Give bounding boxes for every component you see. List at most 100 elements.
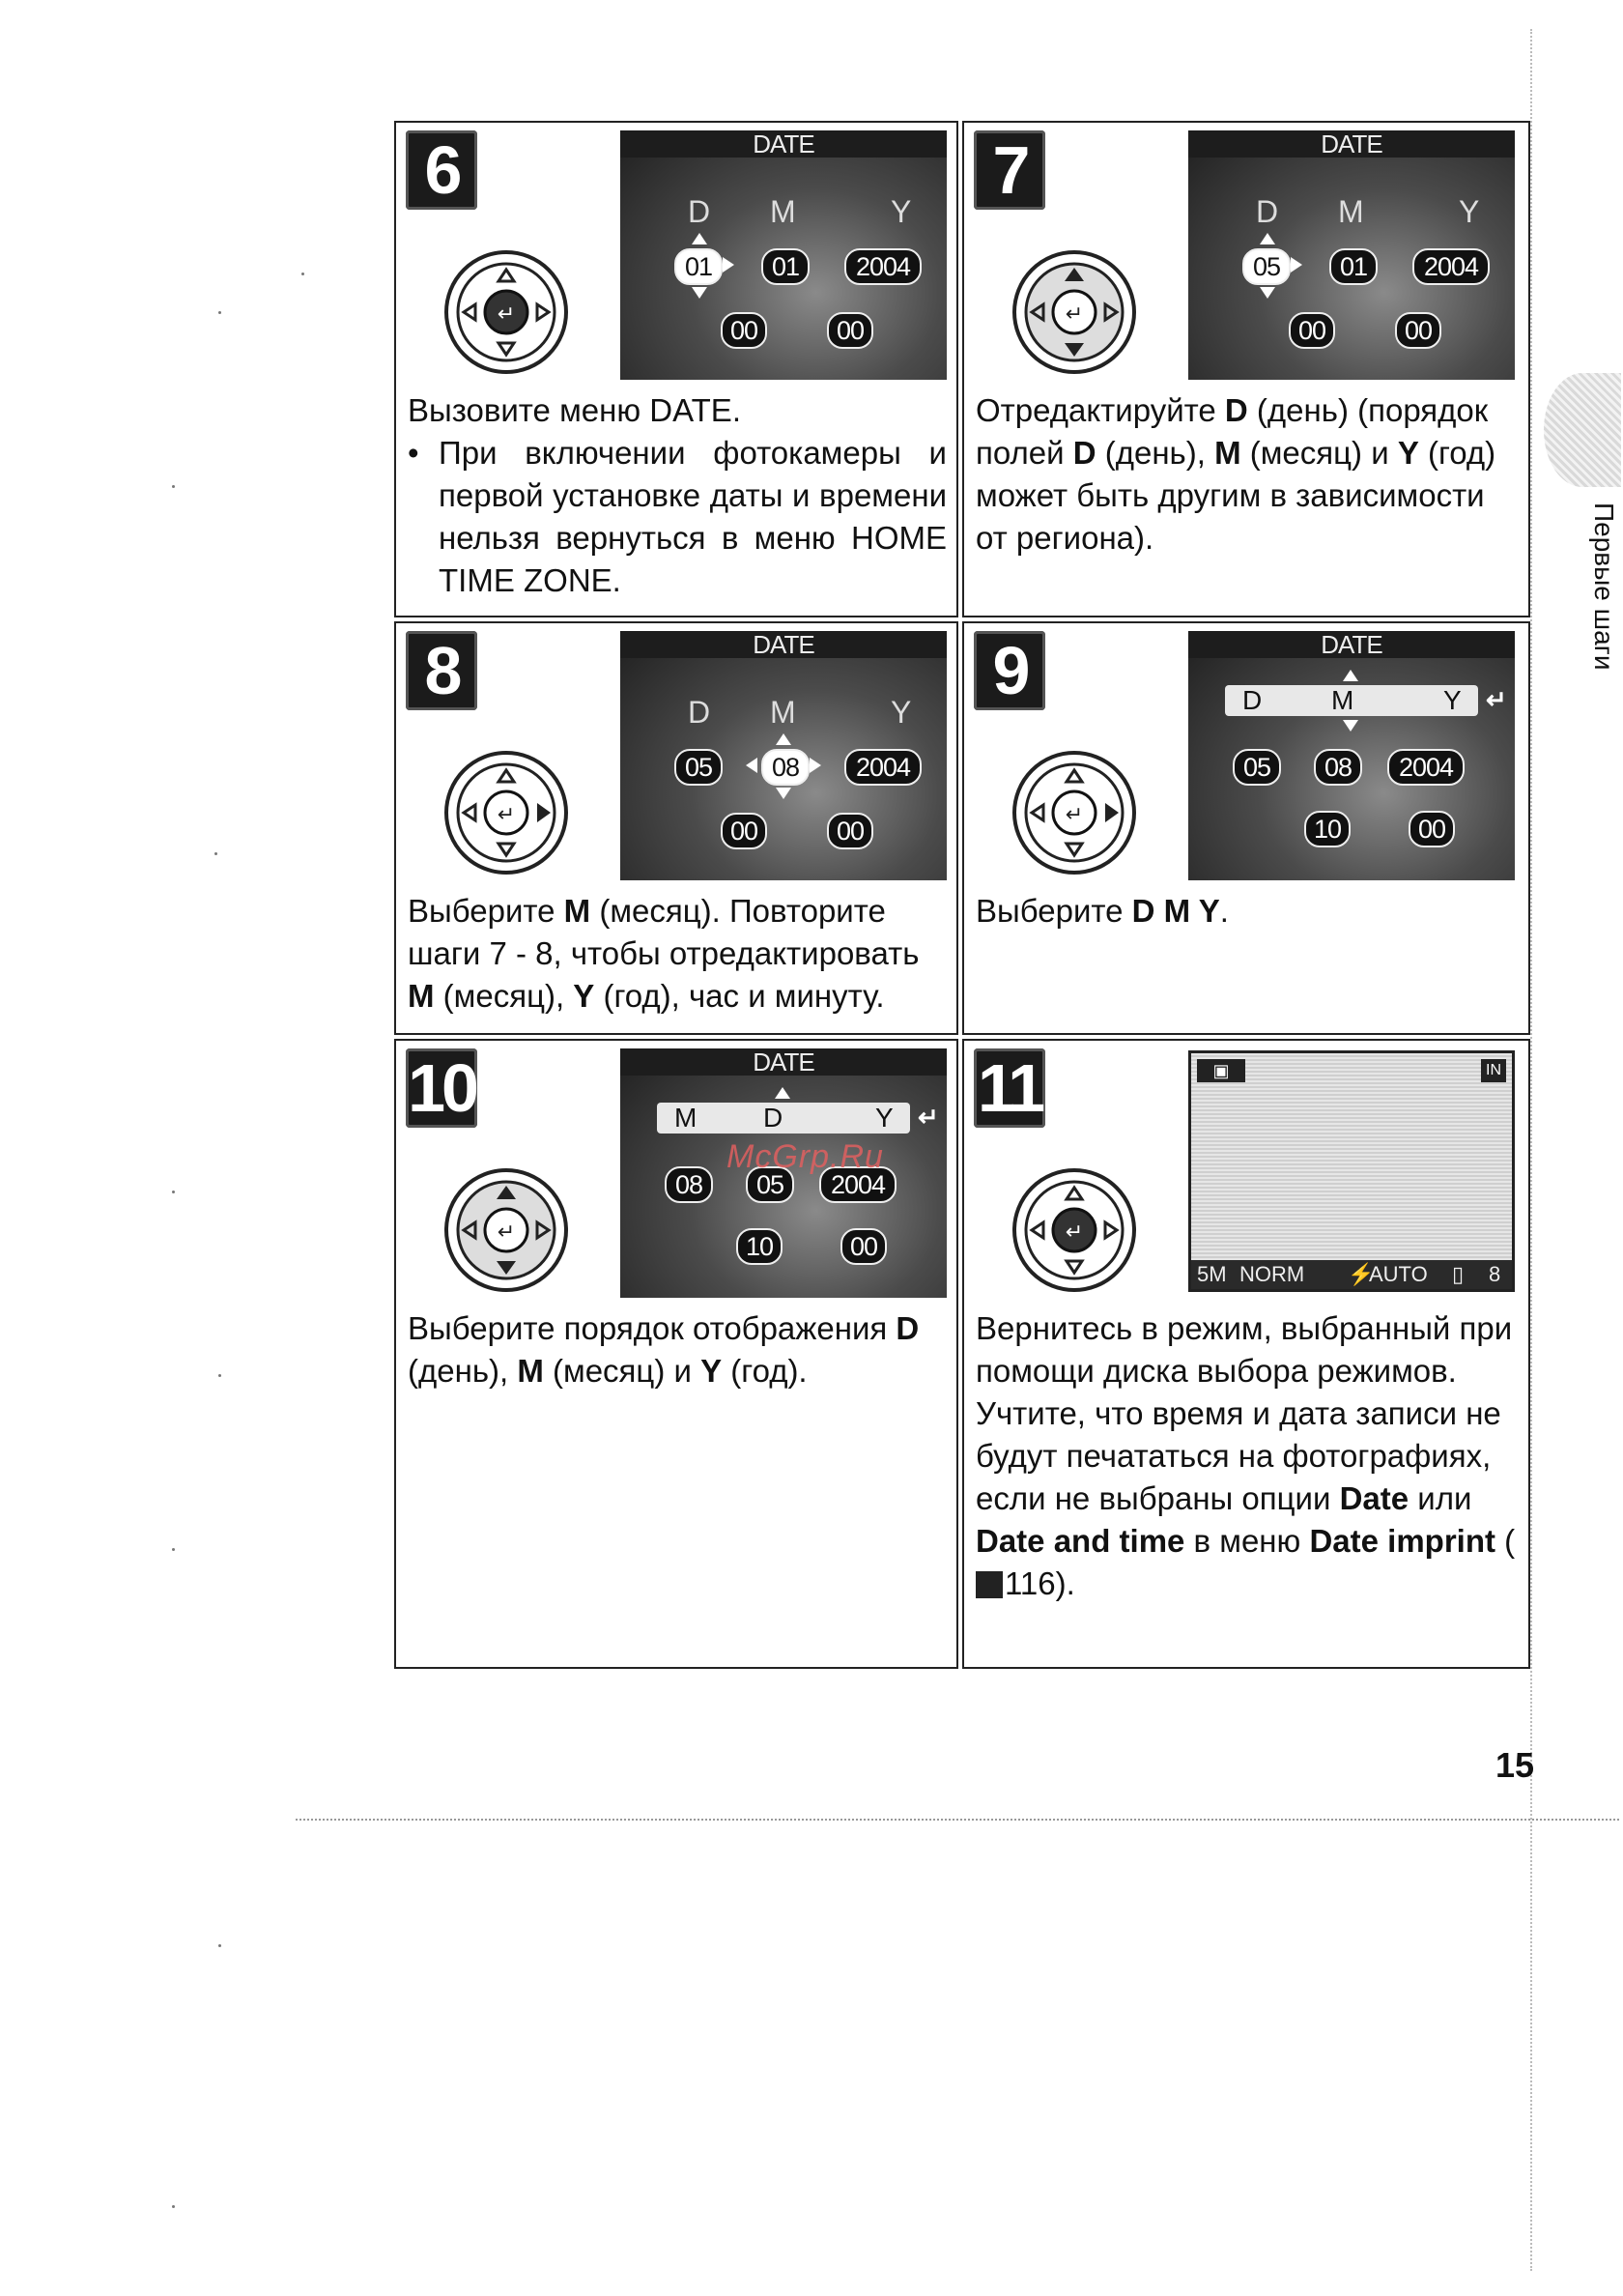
bold-key: Date imprint xyxy=(1309,1523,1495,1559)
text-paragraph: Вернитесь в режим, выбранный при помощи … xyxy=(976,1310,1513,1389)
screen-title: DATE xyxy=(620,631,947,658)
day-value: 05 xyxy=(674,749,723,786)
bold-key: D M Y xyxy=(1131,893,1220,929)
screen-title: DATE xyxy=(1188,130,1515,158)
enter-icon: ↵ xyxy=(918,1103,939,1132)
hour-value: 10 xyxy=(1304,811,1351,847)
bullet-icon: • xyxy=(408,435,419,471)
shooting-mode-screen: ▣ IN 5M NORM ⚡ AUTO ▯ 8 xyxy=(1188,1050,1515,1292)
step-number: 7 xyxy=(974,130,1045,210)
step-description: Вызовите меню DATE. • При включении фото… xyxy=(408,389,947,602)
month-value: 01 xyxy=(1329,248,1378,285)
step-8-panel: 8 ↵ DATE D M Y 05 08 2004 00 00 xyxy=(394,621,958,1035)
status-bar: 5M NORM ⚡ AUTO ▯ 8 xyxy=(1191,1260,1512,1289)
bold-key: Date xyxy=(1339,1480,1409,1516)
up-arrow-icon xyxy=(1260,233,1275,244)
text-paragraph: Учтите, что время и дата записи не будут… xyxy=(976,1392,1519,1605)
multi-selector-icon: ↵ xyxy=(1012,250,1136,374)
text-run: Учтите, что время и дата записи не будут… xyxy=(976,1395,1501,1516)
minute-value: 00 xyxy=(1409,811,1455,847)
camera-icon: ▣ xyxy=(1197,1059,1245,1082)
text-run: Отредактируйте xyxy=(976,392,1225,428)
svg-text:↵: ↵ xyxy=(1066,302,1083,327)
step-6-panel: 6 ↵ DATE D M Y 01 01 2004 00 00 Вызовит xyxy=(394,121,958,617)
screen-title: DATE xyxy=(620,1048,947,1076)
bold-key: Date and time xyxy=(976,1523,1185,1559)
shots-remaining: 8 xyxy=(1489,1262,1501,1286)
year-value: 2004 xyxy=(844,248,922,285)
date-order-field: M D Y xyxy=(657,1103,910,1134)
watermark: McGrp.Ru xyxy=(726,1138,884,1175)
text-run: 116). xyxy=(1005,1565,1075,1601)
camera-screen: DATE D M Y 05 08 2004 00 00 xyxy=(620,631,947,880)
image-quality: NORM xyxy=(1239,1262,1305,1286)
up-arrow-icon xyxy=(692,233,707,244)
bold-key: Y xyxy=(573,978,595,1014)
enter-icon: ↵ xyxy=(1486,685,1507,714)
year-value: 2004 xyxy=(819,1166,897,1203)
label-month: M xyxy=(770,695,796,730)
text-run: (месяц). Повторите шаги 7 - 8, чтобы отр… xyxy=(408,893,920,971)
scan-speck xyxy=(214,852,217,855)
right-arrow-icon xyxy=(1291,257,1302,273)
camera-screen: DATE D M Y 05 01 2004 00 00 xyxy=(1188,130,1515,380)
camera-screen: DATE D M Y ↵ 05 08 2004 10 00 xyxy=(1188,631,1515,880)
text-run: (месяц) и xyxy=(1240,435,1398,471)
memory-card-icon: ▯ xyxy=(1452,1262,1465,1286)
hour-value: 10 xyxy=(736,1228,783,1265)
section-tab-marker xyxy=(1544,373,1621,487)
minute-value: 00 xyxy=(1395,312,1441,349)
down-arrow-icon xyxy=(1260,287,1275,299)
step-number: 8 xyxy=(406,631,477,710)
order-third: Y xyxy=(875,1103,894,1133)
scan-speck xyxy=(218,1374,221,1377)
month-value: 01 xyxy=(761,248,810,285)
text-run: (год) может быть другим в зависимости от… xyxy=(976,435,1496,556)
bullet-text: При включении фотокамеры и первой устано… xyxy=(439,435,947,598)
svg-text:↵: ↵ xyxy=(498,803,515,827)
right-arrow-icon xyxy=(810,758,821,773)
page-edge-rule xyxy=(1530,29,1532,2271)
bold-key: D xyxy=(1224,392,1248,428)
flash-icon: ⚡ xyxy=(1348,1262,1375,1286)
internal-memory-icon: IN xyxy=(1481,1059,1506,1082)
bold-key: M xyxy=(517,1353,544,1389)
text-run: Выберите xyxy=(976,893,1132,929)
step-description: Отредактируйте D (день) (порядок полей D… xyxy=(976,389,1519,560)
text-run: (год), час и минуту. xyxy=(594,978,885,1014)
order-first: M xyxy=(674,1103,698,1133)
text-run: (день) (порядок полей xyxy=(976,392,1489,471)
screen-title: DATE xyxy=(1188,631,1515,658)
step-7-panel: 7 ↵ DATE D M Y 05 01 2004 00 00 Отредак xyxy=(962,121,1530,617)
screen-title: DATE xyxy=(620,130,947,158)
minute-value: 00 xyxy=(840,1228,887,1265)
hour-value: 00 xyxy=(721,813,767,849)
step-number: 6 xyxy=(406,130,477,210)
section-tab-label: Первые шаги xyxy=(1589,502,1619,671)
step-description: Выберите D M Y. xyxy=(976,890,1519,933)
bold-key: M xyxy=(563,893,591,929)
scan-speck xyxy=(301,273,304,275)
bold-key: Y xyxy=(700,1353,723,1389)
day-value: 05 xyxy=(1233,749,1281,786)
step-11-panel: 11 ↵ ▣ IN 5M NORM ⚡ AUTO ▯ 8 Вернитесь в xyxy=(962,1039,1530,1669)
order-second: D xyxy=(763,1103,783,1133)
day-value: 05 xyxy=(746,1166,794,1203)
text-run: ( xyxy=(1495,1523,1516,1559)
step-lead: Вызовите меню DATE. xyxy=(408,392,741,428)
step-description: Вернитесь в режим, выбранный при помощи … xyxy=(976,1307,1519,1605)
text-run: (год). xyxy=(722,1353,808,1389)
svg-text:↵: ↵ xyxy=(498,302,515,327)
text-run: (день), xyxy=(1096,435,1215,471)
step-description: Выберите порядок отображения D (день), M… xyxy=(408,1307,947,1392)
label-day: D xyxy=(688,695,711,730)
right-arrow-icon xyxy=(723,257,734,273)
step-description: Выберите M (месяц). Повторите шаги 7 - 8… xyxy=(408,890,947,1018)
bold-key: D xyxy=(1072,435,1096,471)
year-value: 2004 xyxy=(1412,248,1490,285)
scan-speck xyxy=(172,485,175,488)
step-number: 9 xyxy=(974,631,1045,710)
scan-speck xyxy=(172,2205,175,2208)
camera-screen: DATE M D Y ↵ 08 05 2004 10 00 xyxy=(620,1048,947,1298)
footer-rule xyxy=(296,1819,1619,1821)
